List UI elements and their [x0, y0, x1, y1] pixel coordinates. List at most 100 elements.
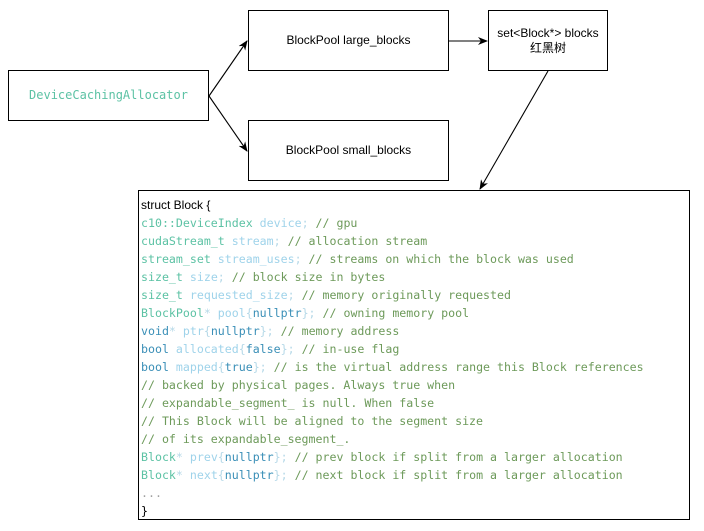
code-token: size [189, 270, 218, 284]
code-token [211, 252, 218, 266]
code-token: nullptr [224, 450, 274, 464]
code-token: // owning memory pool [315, 306, 470, 320]
code-token: * [175, 468, 183, 482]
code-line: // expandable_segment_ is null. When fal… [141, 394, 689, 412]
code-token: nullptr [252, 306, 302, 320]
code-token: prev [189, 450, 218, 464]
code-line: Block* next{nullptr}; // next block if s… [141, 466, 689, 484]
code-token: true [224, 360, 253, 374]
code-line: ... [141, 484, 689, 502]
code-token [169, 360, 176, 374]
code-token: cudaStream_t [141, 234, 225, 248]
code-token: bool [141, 342, 169, 356]
code-token: { [217, 360, 225, 374]
code-line: } [141, 502, 689, 520]
code-line: c10::DeviceIndex device; // gpu [141, 214, 689, 232]
code-line: Block* prev{nullptr}; // prev block if s… [141, 448, 689, 466]
node-label-line1: set<Block*> blocks [497, 25, 599, 40]
node-block-set: set<Block*> blocks 红黑树 [488, 10, 608, 71]
node-label: BlockPool small_blocks [285, 143, 412, 157]
code-line: bool mapped{true}; // is the virtual add… [141, 358, 689, 376]
code-token: void [141, 324, 169, 338]
code-token: ; [217, 270, 225, 284]
code-token: ; [301, 216, 309, 230]
edge-set-to-block-struct [479, 70, 549, 190]
code-token: }; [252, 360, 267, 374]
edge-allocator-to-small-blocks [208, 95, 248, 152]
code-token: stream [231, 234, 274, 248]
code-token: ; [287, 288, 295, 302]
code-token: // prev block if split from a larger all… [287, 450, 623, 464]
code-token: { [203, 324, 211, 338]
code-token: }; [280, 342, 295, 356]
code-token: // streams on which the block was used [301, 252, 574, 266]
code-token [169, 342, 176, 356]
code-token: size_t [141, 270, 183, 284]
code-token: }; [301, 306, 316, 320]
code-token: // next block if split from a larger all… [287, 468, 623, 482]
code-token: }; [259, 324, 274, 338]
code-line: BlockPool* pool{nullptr}; // owning memo… [141, 304, 689, 322]
node-small-blocks: BlockPool small_blocks [248, 120, 449, 181]
code-token: c10::DeviceIndex [141, 216, 253, 230]
code-token [211, 306, 218, 320]
code-token: ... [141, 486, 162, 500]
code-token [183, 468, 190, 482]
edge-allocator-to-large-blocks [208, 40, 248, 97]
code-token: // in-use flag [294, 342, 400, 356]
code-token: // of its expandable_segment_. [141, 432, 351, 446]
code-token: // This Block will be aligned to the seg… [141, 414, 484, 428]
code-line: // of its expandable_segment_. [141, 430, 689, 448]
node-label: DeviceCachingAllocator [29, 88, 188, 102]
code-token: allocated [175, 342, 239, 356]
code-token: Block [141, 450, 176, 464]
code-token: stream_uses [217, 252, 295, 266]
code-token: }; [273, 450, 288, 464]
code-token: ; [273, 234, 281, 248]
code-token: requested_size [189, 288, 288, 302]
code-token [183, 270, 190, 284]
code-token: // block size in bytes [224, 270, 386, 284]
code-token: { [238, 342, 246, 356]
code-line: size_t requested_size; // memory origina… [141, 286, 689, 304]
code-token: // allocation stream [280, 234, 428, 248]
code-token [176, 324, 183, 338]
code-token: * [203, 306, 211, 320]
code-token: pool [217, 306, 246, 320]
code-token: // memory address [273, 324, 400, 338]
code-token: { [245, 306, 253, 320]
code-token: nullptr [210, 324, 260, 338]
code-token: Block [141, 468, 176, 482]
code-token: nullptr [224, 468, 274, 482]
code-token: * [168, 324, 176, 338]
node-device-caching-allocator: DeviceCachingAllocator [8, 70, 209, 121]
code-token: BlockPool [141, 306, 204, 320]
code-token [183, 288, 190, 302]
code-token: size_t [141, 288, 183, 302]
node-block-struct: struct Block { c10::DeviceIndex device; … [138, 190, 690, 520]
code-token [253, 216, 260, 230]
node-large-blocks: BlockPool large_blocks [248, 10, 449, 71]
code-token: { [217, 468, 225, 482]
code-line: size_t size; // block size in bytes [141, 268, 689, 286]
code-token: * [175, 450, 183, 464]
node-label: BlockPool large_blocks [286, 33, 411, 47]
code-token: // gpu [308, 216, 358, 230]
code-line: // This Block will be aligned to the seg… [141, 412, 689, 430]
code-token: } [141, 504, 148, 518]
code-token: false [245, 342, 281, 356]
code-token: stream_set [141, 252, 211, 266]
code-token: // expandable_segment_ is null. When fal… [141, 396, 435, 410]
code-token: ; [294, 252, 302, 266]
code-line: // backed by physical pages. Always true… [141, 376, 689, 394]
code-token: next [189, 468, 218, 482]
code-token: // is the virtual address range this Blo… [266, 360, 644, 374]
code-line: void* ptr{nullptr}; // memory address [141, 322, 689, 340]
code-token [183, 450, 190, 464]
code-token: mapped [175, 360, 218, 374]
code-token: // memory originally requested [294, 288, 511, 302]
code-line: cudaStream_t stream; // allocation strea… [141, 232, 689, 250]
code-token: ptr [182, 324, 204, 338]
code-token: device [259, 216, 302, 230]
code-line: stream_set stream_uses; // streams on wh… [141, 250, 689, 268]
